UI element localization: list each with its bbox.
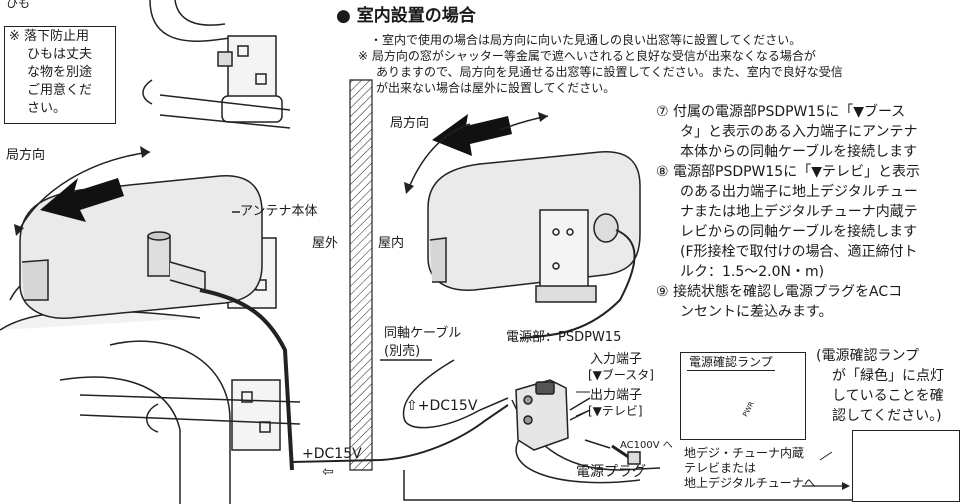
power-plug-label: 電源プラグ — [576, 464, 646, 480]
output-terminal-label: 出力端子 — [590, 388, 643, 403]
input-terminal-marking: [▼ブースタ] — [588, 368, 654, 382]
output-terminal-marking: [▼テレビ] — [588, 404, 643, 418]
right-direction-arrow — [404, 112, 549, 194]
tuner-tv-line: 地上デジタルチューナへ — [684, 476, 816, 490]
strap-note-line: な物を別途 — [27, 65, 93, 80]
strap-note-box: ※ 落下防止用 ひもは丈夫 な物を別途 ご用意くだ さい。 — [4, 26, 116, 124]
step-8-line: ルク：1.5〜2.0N・m) — [680, 264, 825, 280]
power-lamp-title: 電源確認ランプ — [687, 355, 775, 371]
dc-upper-label: ⇧+DC15V — [406, 398, 478, 414]
left-direction-label: 局方向 — [6, 148, 46, 163]
pwr-indicator-label: PWR — [741, 400, 756, 419]
step-7-line: タ」と表示のある入力端子にアンテナ — [680, 124, 918, 140]
step-8-line: のある出力端子に地上デジタルチュー — [680, 184, 918, 200]
dc-lower-arrow: ⇦ — [322, 464, 334, 480]
intro-line: ありますので、局方向を見通せる出窓等に設置してください。また、室内で良好な受信 — [376, 65, 843, 79]
step-8-line: (F形接栓で取付けの場合、適正締付ト — [680, 244, 918, 260]
lamp-note-line: (電源確認ランプ — [816, 348, 920, 364]
intro-line: が出来ない場合は屋外に設置してください。 — [376, 81, 616, 95]
strap-fragment-label: ひも — [6, 0, 31, 10]
indoor-label: 屋内 — [378, 236, 405, 251]
left-direction-arrow — [14, 146, 151, 236]
coax-cable-label: 同軸ケーブル — [384, 326, 462, 341]
strap-note-line: ひもは丈夫 — [27, 47, 93, 62]
right-direction-label: 局方向 — [390, 116, 430, 131]
indoor-antenna-illustration — [427, 151, 641, 339]
tuner-tv-line: テレビまたは — [684, 461, 757, 475]
step-8-line: ナまたは地上デジタルチューナ内蔵テ — [680, 204, 918, 220]
wall-illustration — [349, 79, 373, 471]
lamp-note-line: が「緑色」に点灯 — [832, 368, 944, 384]
dc-lower-label: +DC15V — [302, 446, 362, 462]
intro-line: ・室内で使用の場合は局方向に向いた見通しの良い出窓等に設置してください。 — [370, 33, 802, 47]
coax-cable-sublabel: (別売) — [384, 344, 421, 359]
section-heading: ● 室内設置の場合 — [336, 6, 476, 26]
antenna-body-label: アンテナ本体 — [240, 204, 318, 219]
step-9-line: ンセントに差込みます。 — [680, 304, 833, 320]
step-7-line: ⑦ 付属の電源部PSDPW15に「▼ブース — [656, 104, 906, 120]
power-lamp-box: 電源確認ランプ PWR — [680, 352, 806, 440]
lamp-note-line: していることを確 — [832, 388, 944, 404]
strap-note-line: ※ 落下防止用 — [9, 29, 90, 44]
strap-note-line: ご用意くだ — [27, 83, 93, 98]
power-unit-psdpw15 — [515, 379, 641, 465]
step-7-line: 本体からの同軸ケーブルを接続します — [680, 144, 918, 160]
step-9-line: ⑨ 接続状態を確認し電源プラグをACコ — [656, 284, 903, 300]
power-unit-label: 電源部：PSDPW15 — [506, 330, 622, 345]
input-terminal-label: 入力端子 — [590, 352, 643, 367]
strap-note-line: さい。 — [27, 101, 67, 116]
tv-tuner-box — [852, 430, 960, 502]
intro-line: ※ 局方向の窓がシャッター等金属で遮へいされると良好な受信が出来なくなる場合が — [358, 49, 816, 63]
step-8-line: ⑧ 電源部PSDPW15に「▼テレビ」と表示 — [656, 164, 920, 180]
ac-label: AC100V へ — [620, 440, 673, 451]
tuner-arrow — [802, 451, 850, 490]
step-8-line: レビからの同軸ケーブルを接続します — [680, 224, 918, 240]
tuner-tv-line: 地デジ・チューナ内蔵 — [684, 446, 805, 460]
outdoor-label: 屋外 — [312, 236, 339, 251]
leader-lines — [575, 391, 591, 417]
lamp-note-line: 認してください。) — [832, 408, 942, 424]
